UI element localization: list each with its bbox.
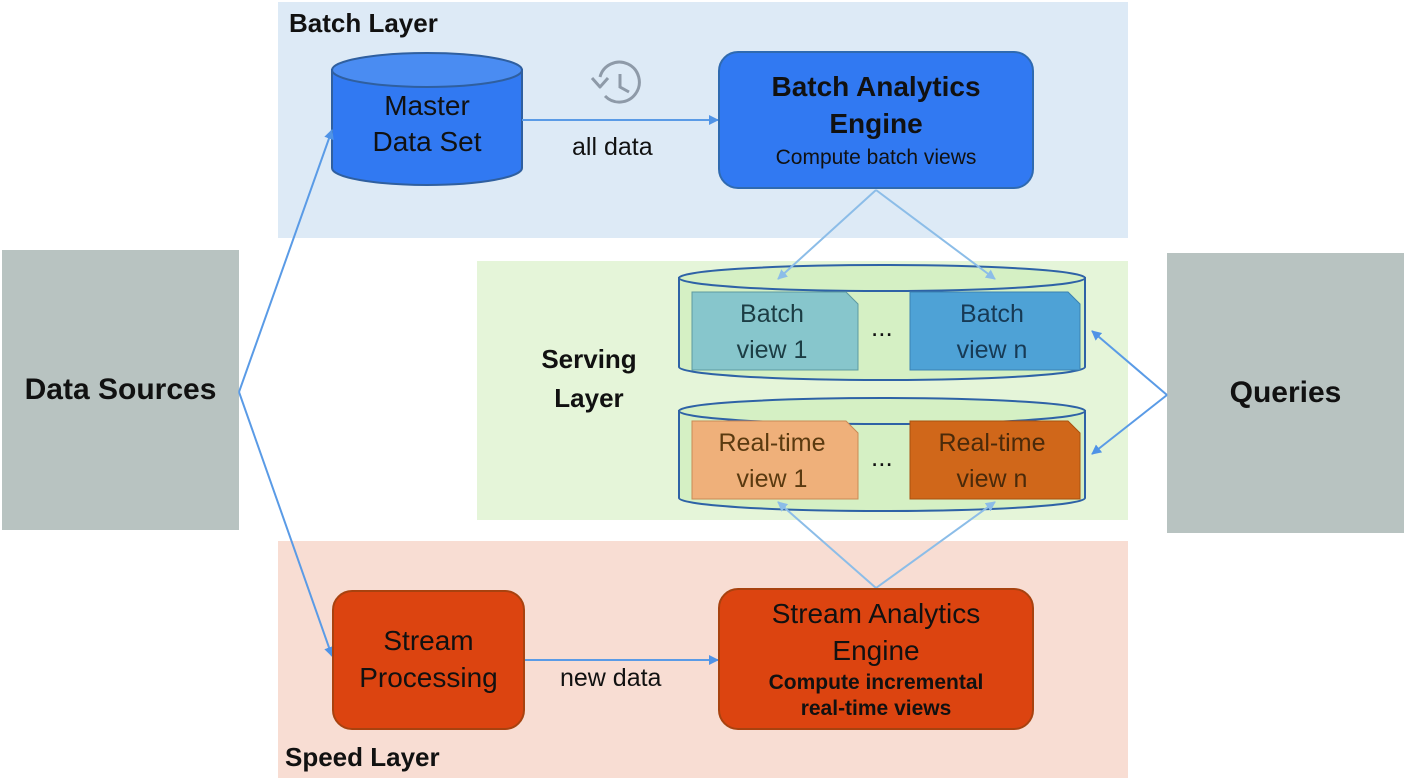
- batch-engine-title-line2: Engine: [829, 107, 923, 139]
- realtime-view-n-label: Real-time view n: [938, 428, 1046, 493]
- stream-engine-title-line2: Engine: [832, 634, 920, 666]
- batch-layer-title: Batch Layer: [289, 8, 438, 38]
- speed-layer-title: Speed Layer: [285, 742, 440, 772]
- stream-processing-label-line2: Processing: [359, 662, 498, 693]
- batch-view-n-label: Batch view n: [956, 299, 1028, 364]
- queries-label: Queries: [1229, 376, 1342, 409]
- batch-views-ellipsis: ...: [871, 312, 893, 342]
- master-data-set-cylinder: [331, 52, 523, 186]
- master-data-set-label-line1: Master: [384, 90, 470, 121]
- realtime-view-n-card: [909, 420, 1081, 500]
- edge-label-new-data: new data: [560, 664, 662, 692]
- stream-engine-title-line1: Stream Analytics: [771, 597, 981, 629]
- queries-node: Queries: [1167, 253, 1404, 533]
- master-data-set-node: Master Data Set: [332, 88, 522, 161]
- stream-processing-node: Stream Processing: [332, 590, 525, 730]
- batch-view-n-card: [909, 291, 1081, 371]
- master-data-set-label-line2: Data Set: [372, 126, 482, 158]
- arrow-batch-engine-to-view-n: [875, 189, 996, 280]
- stream-analytics-engine-node: Stream Analytics Engine Compute incremen…: [718, 588, 1034, 730]
- realtime-view-1-card: [691, 420, 859, 500]
- history-icon: [590, 60, 641, 104]
- realtime-view-1-label: Real-time view 1: [718, 428, 826, 493]
- arrow-sources-to-stream: [238, 391, 334, 657]
- arrow-stream-engine-to-view-1: [777, 501, 877, 589]
- serving-layer-title: Serving Layer: [541, 344, 637, 413]
- stream-processing-label-line1: Stream: [383, 625, 474, 657]
- batch-engine-subtitle: Compute batch views: [775, 145, 977, 169]
- edge-label-all-data: all data: [572, 133, 653, 161]
- stream-engine-subtitle-line1: Compute incremental: [768, 670, 984, 694]
- stream-engine-subtitle-line2: real-time views: [800, 696, 952, 720]
- arrow-sources-to-master: [238, 129, 334, 393]
- arrow-batch-engine-to-view-1: [777, 189, 877, 280]
- arrow-queries-to-batch-views: [1091, 330, 1168, 396]
- realtime-views-ellipsis: ...: [871, 442, 893, 472]
- batch-view-1-label: Batch view 1: [736, 299, 808, 364]
- arrow-queries-to-realtime-views: [1091, 394, 1168, 455]
- data-sources-label: Data Sources: [24, 373, 217, 406]
- batch-analytics-engine-node: Batch Analytics Engine Compute batch vie…: [718, 51, 1034, 189]
- data-sources-node: Data Sources: [2, 250, 239, 530]
- batch-engine-title-line1: Batch Analytics: [771, 70, 981, 102]
- batch-view-1-card: [691, 291, 859, 371]
- arrow-stream-engine-to-view-n: [875, 501, 996, 589]
